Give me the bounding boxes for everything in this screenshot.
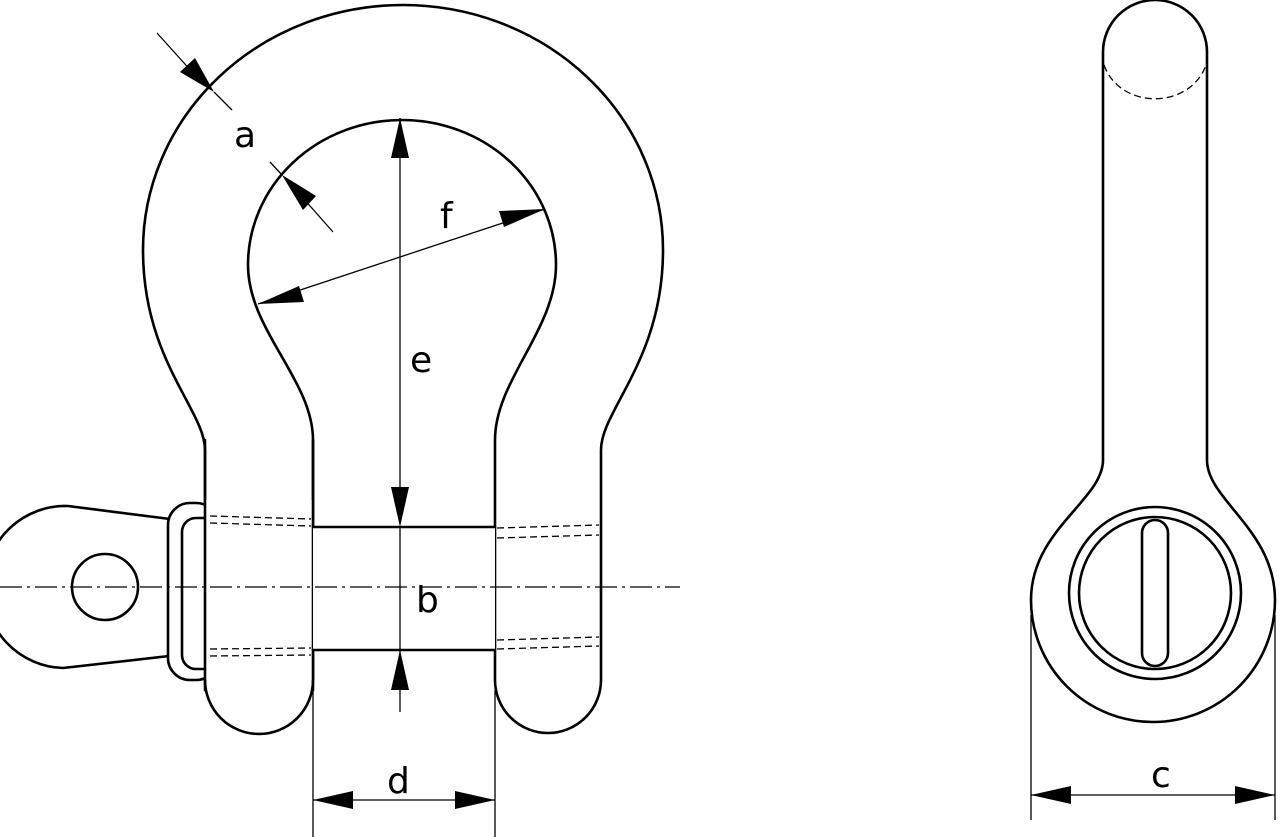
dimension-b: b: [391, 527, 439, 712]
dimension-f: f: [257, 196, 546, 305]
side-view: c: [1029, 0, 1277, 820]
label-c: c: [1151, 755, 1171, 796]
label-b: b: [416, 580, 439, 621]
side-top-hidden-arc: [1103, 64, 1207, 100]
dimension-e: e: [391, 118, 432, 527]
label-d: d: [387, 761, 410, 802]
label-e: e: [410, 340, 432, 381]
dimension-a: a: [156, 32, 334, 233]
pin-head-slot: [1140, 518, 1170, 668]
dimension-c: c: [1030, 615, 1276, 820]
front-view: a e f b d: [0, 3, 680, 837]
shackle-pin: [313, 527, 495, 650]
pin-hidden-lines: [209, 515, 600, 657]
left-leg-front: [206, 500, 312, 680]
label-f: f: [440, 196, 454, 237]
dimension-d: d: [312, 690, 496, 837]
label-a: a: [234, 115, 256, 156]
